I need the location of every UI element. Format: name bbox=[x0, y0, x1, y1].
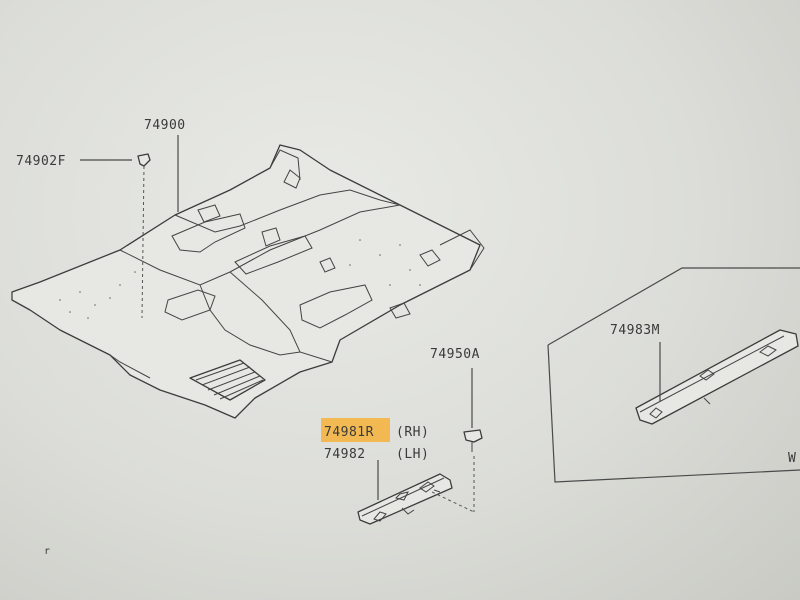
label-corner-mark: r bbox=[44, 546, 51, 557]
label-rh: (RH) bbox=[396, 425, 429, 440]
inset-panel bbox=[547, 267, 800, 483]
label-74950a: 74950A bbox=[430, 347, 480, 362]
label-lh: (LH) bbox=[396, 447, 429, 462]
floor-carpet-drawing bbox=[11, 144, 485, 419]
label-74900: 74900 bbox=[144, 118, 186, 133]
label-74982: 74982 bbox=[324, 447, 366, 462]
clip-74902f-drawing bbox=[80, 153, 151, 319]
label-74983m: 74983M bbox=[610, 323, 660, 338]
label-inset-edge-mark: W bbox=[788, 451, 796, 466]
clip-74950a-drawing bbox=[463, 368, 483, 512]
part-number-highlight bbox=[321, 418, 390, 442]
label-74902f: 74902F bbox=[16, 154, 66, 169]
label-74981r: 74981R bbox=[324, 425, 374, 440]
sill-plate-drawing bbox=[357, 460, 475, 525]
